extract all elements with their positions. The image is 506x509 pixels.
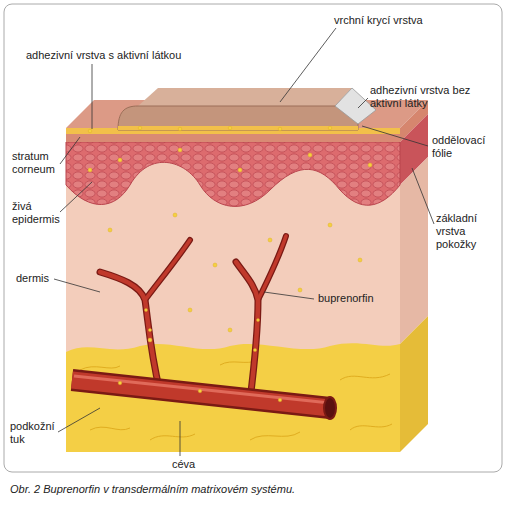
frame [4, 4, 502, 472]
transdermal-patch [118, 88, 376, 130]
part-label: podkožní tuk [10, 420, 60, 446]
part-label: adhezivní vrstva bez aktivní látky [370, 84, 480, 110]
part-label: základní vrstva pokožky [436, 212, 492, 251]
blood-vessel [72, 236, 336, 419]
part-label: oddělovací fólie [432, 134, 494, 160]
part-label: vrchní krycí vrstva [334, 14, 464, 27]
part-label: stratum corneum [12, 150, 62, 176]
figure-caption: Obr. 2 Buprenorfin v transdermálním matr… [10, 482, 496, 496]
front-face [66, 128, 400, 452]
part-label: buprenorfin [318, 292, 398, 305]
part-label: dermis [16, 272, 66, 285]
part-label: živá epidermis [12, 200, 62, 226]
drug-particles [88, 126, 372, 402]
part-label: adhezivní vrstva s aktivní látkou [26, 49, 236, 62]
side-face [400, 100, 428, 452]
part-label: céva [172, 458, 212, 471]
